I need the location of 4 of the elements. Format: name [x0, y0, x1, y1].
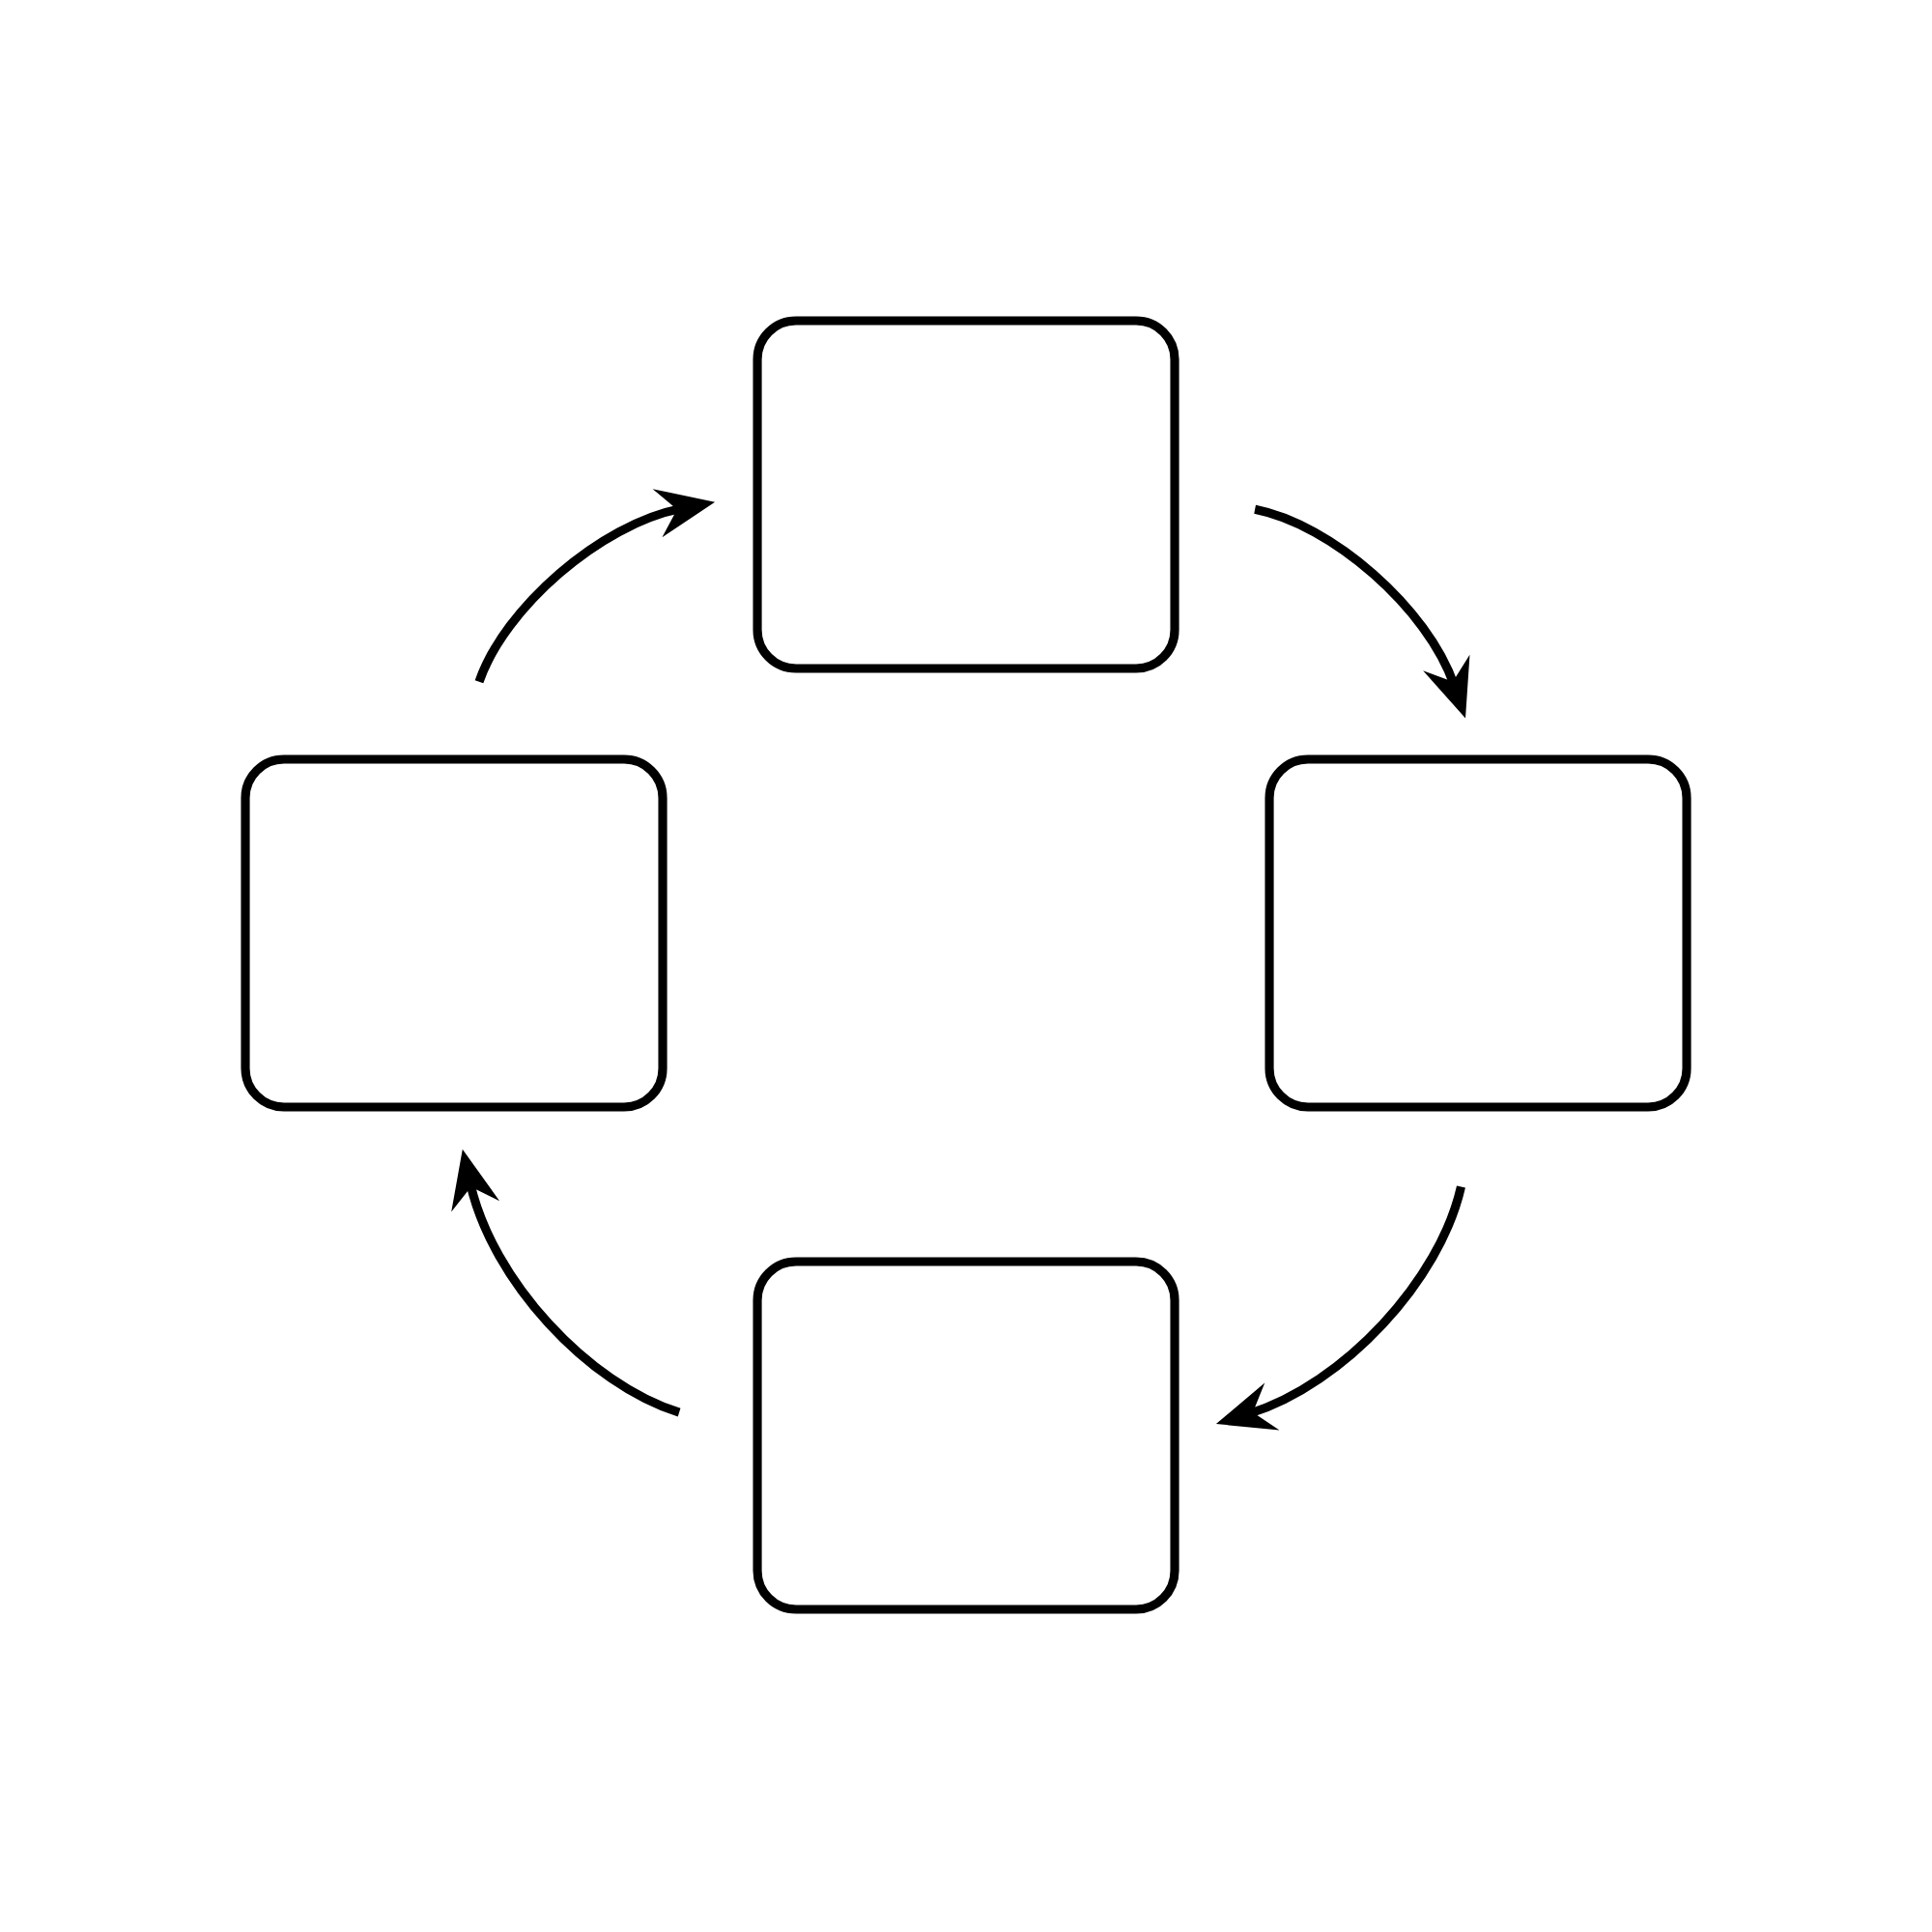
- process-box: [1264, 754, 1691, 1112]
- process-box: [753, 1257, 1179, 1614]
- process-box: [241, 754, 668, 1112]
- process-box: [753, 316, 1179, 673]
